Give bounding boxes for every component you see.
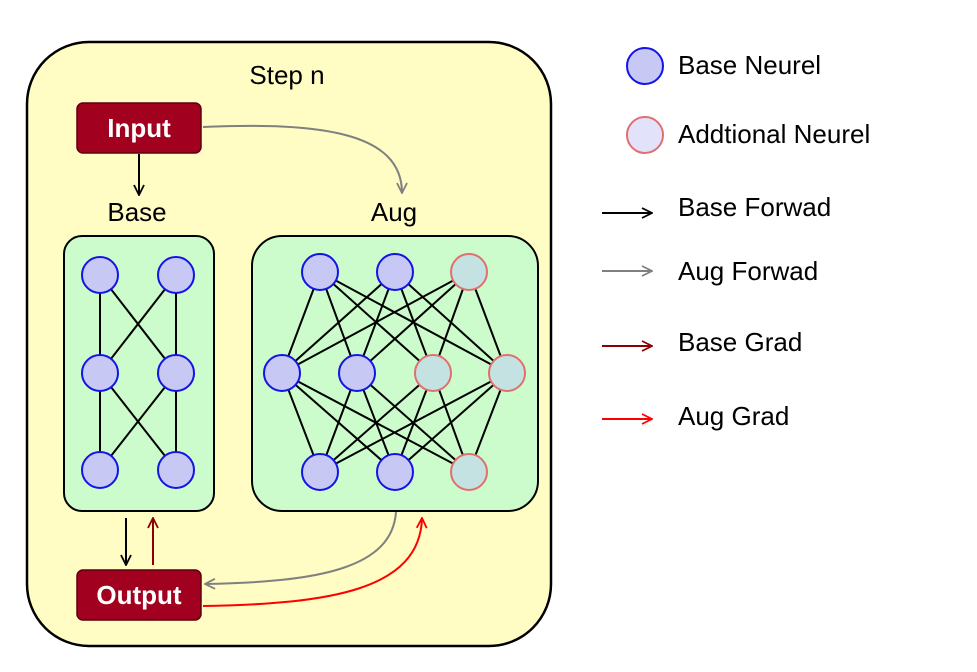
additional-neuron [450, 453, 488, 491]
aug-edge [281, 271, 396, 374]
aug-edge [394, 372, 508, 473]
aug-network-nodes [263, 253, 526, 491]
input-label: Input [107, 113, 171, 143]
base-label: Base [107, 197, 166, 227]
base-neuron [81, 451, 119, 489]
additional-neuron [414, 354, 452, 392]
base-neuron [81, 354, 119, 392]
additional-neuron [450, 253, 488, 291]
aug-label: Aug [371, 197, 417, 227]
legend-aug-forward-label: Aug Forwad [678, 256, 818, 286]
legend: Base Neurel Addtional Neurel Base Forwad… [602, 47, 870, 431]
legend-aug-grad-label: Aug Grad [678, 401, 789, 431]
legend-base-neuron-label: Base Neurel [678, 50, 821, 80]
input-box [76, 102, 202, 154]
output-label: Output [96, 580, 182, 610]
base-edge [99, 274, 177, 374]
base-network-nodes [81, 256, 195, 489]
base-neuron [376, 253, 414, 291]
legend-base-neuron-icon [626, 47, 664, 85]
aug-edge [319, 372, 434, 473]
aug-network-panel [251, 235, 539, 512]
legend-base-grad-label: Base Grad [678, 327, 802, 357]
legend-additional-neuron-icon [626, 116, 664, 154]
additional-neuron [488, 354, 526, 392]
base-neuron [157, 256, 195, 294]
base-neuron [338, 354, 376, 392]
aug-to-output-arrow [205, 511, 397, 584]
base-edge [99, 372, 177, 471]
base-neuron [81, 256, 119, 294]
base-neuron [301, 453, 339, 491]
legend-base-forward-label: Base Forwad [678, 192, 831, 222]
base-neuron [301, 253, 339, 291]
input-to-aug-arrow [202, 124, 402, 193]
aug-grad-arrow [202, 518, 422, 607]
aug-edge [281, 271, 470, 374]
step-label: Step n [249, 60, 324, 90]
base-neuron [376, 453, 414, 491]
legend-additional-neuron-label: Addtional Neurel [678, 119, 870, 149]
output-box [76, 569, 202, 621]
base-neuron [263, 354, 301, 392]
base-neuron [157, 354, 195, 392]
base-neuron [157, 451, 195, 489]
aug-edge [319, 372, 508, 473]
aug-edge [356, 271, 470, 374]
